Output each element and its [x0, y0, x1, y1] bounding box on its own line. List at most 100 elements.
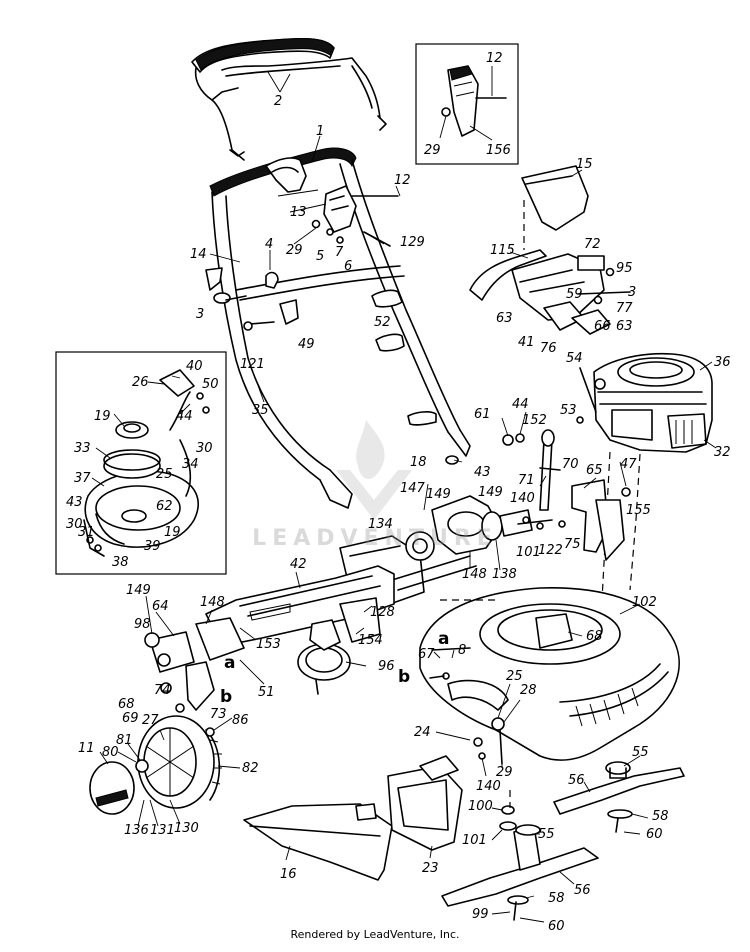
part-label: 75 [564, 537, 581, 552]
engine [576, 352, 717, 601]
part-label: 40 [186, 359, 203, 374]
part-label: 136 [124, 823, 149, 838]
part-label: 140 [510, 491, 535, 506]
wheel-gear [297, 619, 367, 695]
part-label: 7 [335, 245, 344, 260]
part-label: 28 [520, 683, 537, 698]
part-label: 101 [462, 833, 487, 848]
part-number-labels: 2 12 29 156 1 13 12 14 4 29 5 7 6 129 15… [66, 51, 731, 934]
part-label: 30 [66, 517, 83, 532]
part-label: 115 [490, 243, 515, 258]
part-label: 100 [468, 799, 493, 814]
part-label: 44 [176, 409, 193, 424]
part-label: 42 [290, 557, 307, 572]
part-label: 33 [74, 441, 91, 456]
part-label: 30 [196, 441, 213, 456]
assembly-marker-a: a [438, 629, 449, 649]
part-label: 122 [538, 543, 563, 558]
part-label: 25 [156, 467, 173, 482]
part-label: 18 [410, 455, 427, 470]
part-label: 63 [496, 311, 513, 326]
rear-wheel [89, 715, 241, 827]
watermark-text: LEADVENTURE [252, 526, 498, 551]
part-label: 68 [586, 629, 603, 644]
part-label: 56 [574, 883, 591, 898]
part-label: 47 [620, 457, 637, 472]
part-label: 19 [164, 525, 181, 540]
part-label: 154 [358, 633, 383, 648]
part-label: 43 [66, 495, 83, 510]
part-label: 149 [126, 583, 151, 598]
part-label: 36 [714, 355, 731, 370]
part-label: 121 [240, 357, 265, 372]
part-label: 14 [190, 247, 207, 262]
part-label: 147 [400, 481, 426, 496]
inset-pulley-detail [55, 351, 227, 575]
part-label: 86 [232, 713, 249, 728]
part-label: 55 [632, 745, 649, 760]
part-label: 149 [478, 485, 503, 500]
part-label: 134 [368, 517, 393, 532]
part-label: 25 [506, 669, 523, 684]
part-label: 50 [202, 377, 219, 392]
part-label: 1 [316, 124, 324, 139]
part-label: 76 [540, 341, 557, 356]
part-label: 102 [632, 595, 657, 610]
part-label: 6 [344, 259, 352, 274]
part-label: 13 [290, 205, 307, 220]
part-label: 44 [512, 397, 529, 412]
part-label: 12 [394, 173, 411, 188]
part-label: 131 [150, 823, 175, 838]
part-label: 55 [538, 827, 555, 842]
blade-upper [553, 755, 685, 835]
part-label: 65 [586, 463, 603, 478]
part-label: 19 [94, 409, 111, 424]
part-label: 80 [102, 745, 119, 760]
part-label: 148 [200, 595, 225, 610]
watermark: LEADVENTURE [250, 408, 500, 558]
chute-deflector-assembly [469, 165, 631, 335]
part-label: 5 [316, 249, 324, 264]
part-label: 3 [196, 307, 204, 322]
part-label: 153 [256, 637, 281, 652]
part-label: 49 [298, 337, 315, 352]
part-label: 37 [74, 471, 91, 486]
part-label: 26 [132, 375, 149, 390]
handle-frame [205, 135, 471, 509]
part-label: 129 [400, 235, 425, 250]
part-label: 27 [142, 713, 159, 728]
part-label: 24 [414, 725, 431, 740]
part-label: 77 [616, 301, 633, 316]
part-label: 29 [286, 243, 303, 258]
part-label: 8 [458, 643, 466, 658]
part-label: 12 [486, 51, 503, 66]
inset-cable-clip [415, 43, 519, 165]
part-label: 11 [78, 741, 95, 756]
part-label: 52 [374, 315, 391, 330]
part-label: 138 [492, 567, 517, 582]
part-label: 68 [118, 697, 135, 712]
part-label: 95 [616, 261, 633, 276]
part-label: 155 [626, 503, 651, 518]
part-label: 34 [182, 457, 199, 472]
part-label: 16 [280, 867, 297, 882]
part-label: 51 [258, 685, 275, 700]
part-label: 35 [252, 403, 269, 418]
part-label: 73 [210, 707, 227, 722]
part-label: 128 [370, 605, 395, 620]
part-label: 82 [242, 761, 259, 776]
part-label: 66 [594, 319, 611, 334]
part-label: 3 [628, 285, 636, 300]
part-label: 156 [486, 143, 511, 158]
part-label: 59 [566, 287, 583, 302]
part-label: 31 [78, 525, 95, 540]
assembly-marker-a: a [224, 653, 235, 673]
rear-frame [144, 565, 395, 713]
part-label: 74 [154, 683, 171, 698]
assembly-marker-b: b [220, 687, 232, 707]
grass-bag [243, 755, 463, 881]
part-label: 130 [174, 821, 199, 836]
part-label: 152 [522, 413, 547, 428]
part-label: 32 [714, 445, 731, 460]
part-label: 4 [265, 237, 273, 252]
